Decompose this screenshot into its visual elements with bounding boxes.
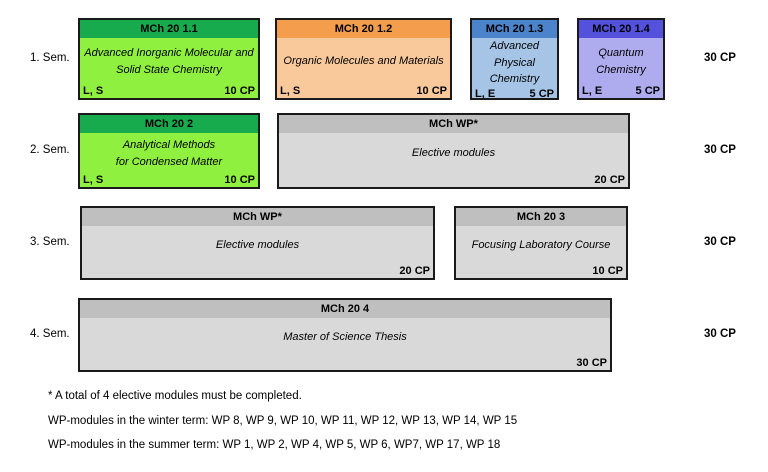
module-cp: 5 CP: [529, 87, 554, 100]
module-code: MCh 20 4: [80, 300, 610, 318]
semester-total-cp-2: 30 CP: [704, 144, 736, 156]
semester-label-2: 2. Sem.: [30, 144, 70, 156]
footnote-elective-rule: * A total of 4 elective modules must be …: [48, 390, 302, 402]
semester-label-4: 4. Sem.: [30, 328, 70, 340]
module-cp: 10 CP: [416, 85, 447, 97]
semester-label-1: 1. Sem.: [30, 52, 70, 64]
module-cp: 5 CP: [635, 85, 660, 97]
module-title: Quantum Chemistry: [596, 47, 646, 76]
module-course-types: L, S: [280, 85, 301, 97]
module-mch-20-3: MCh 20 3 Focusing Laboratory Course 10 C…: [454, 206, 628, 280]
module-mch-20-1-4: MCh 20 1.4 Quantum Chemistry L, E 5 CP: [577, 18, 665, 100]
footnotes: * A total of 4 elective modules must be …: [48, 384, 517, 458]
module-mch-20-1-3: MCh 20 1.3 Advanced Physical Chemistry L…: [470, 18, 559, 100]
module-cp: 10 CP: [224, 174, 255, 186]
module-code: MCh 20 1.4: [579, 20, 663, 38]
module-title: Focusing Laboratory Course: [471, 239, 611, 252]
module-title: Elective modules: [215, 239, 300, 252]
semester-label-3: 3. Sem.: [30, 236, 70, 248]
module-title: Analytical Methods for Condensed Matter: [115, 139, 223, 168]
module-code: MCh 20 1.1: [80, 20, 258, 38]
module-mch-wp-sem2: MCh WP* Elective modules 20 CP: [277, 113, 630, 189]
module-code: MCh 20 3: [456, 208, 626, 226]
module-title: Organic Molecules and Materials: [283, 55, 444, 68]
footnote-winter-term-modules: WP-modules in the winter term: WP 8, WP …: [48, 414, 518, 427]
module-mch-wp-sem3: MCh WP* Elective modules 20 CP: [80, 206, 435, 280]
module-title: Advanced Inorganic Molecular and Solid S…: [84, 47, 254, 76]
module-code: MCh WP*: [82, 208, 433, 226]
module-cp: 10 CP: [592, 265, 623, 277]
module-mch-20-4: MCh 20 4 Master of Science Thesis 30 CP: [78, 298, 612, 372]
module-course-types: L, S: [83, 174, 104, 186]
semester-total-cp-3: 30 CP: [704, 236, 736, 248]
module-code: MCh WP*: [279, 115, 628, 133]
module-code: MCh 20 1.2: [277, 20, 450, 38]
module-cp: 30 CP: [576, 357, 607, 369]
module-cp: 20 CP: [594, 174, 625, 186]
module-code: MCh 20 2: [80, 115, 258, 133]
footnote-summer-term-modules: WP-modules in the summer term: WP 1, WP …: [48, 439, 501, 451]
module-cp: 20 CP: [399, 265, 430, 277]
module-course-types: L, S: [83, 85, 104, 97]
module-cp: 10 CP: [224, 85, 255, 97]
module-mch-20-1-2: MCh 20 1.2 Organic Molecules and Materia…: [275, 18, 452, 100]
module-mch-20-1-1: MCh 20 1.1 Advanced Inorganic Molecular …: [78, 18, 260, 100]
module-title: Master of Science Thesis: [283, 331, 407, 344]
module-course-types: L, E: [475, 87, 496, 100]
semester-total-cp-4: 30 CP: [704, 328, 736, 340]
module-mch-20-2: MCh 20 2 Analytical Methods for Condense…: [78, 113, 260, 189]
module-code: MCh 20 1.3: [472, 20, 557, 38]
semester-total-cp-1: 30 CP: [704, 52, 736, 64]
module-title: Elective modules: [411, 147, 496, 160]
module-course-types: L, E: [582, 85, 603, 97]
module-title: Advanced Physical Chemistry: [489, 40, 540, 85]
